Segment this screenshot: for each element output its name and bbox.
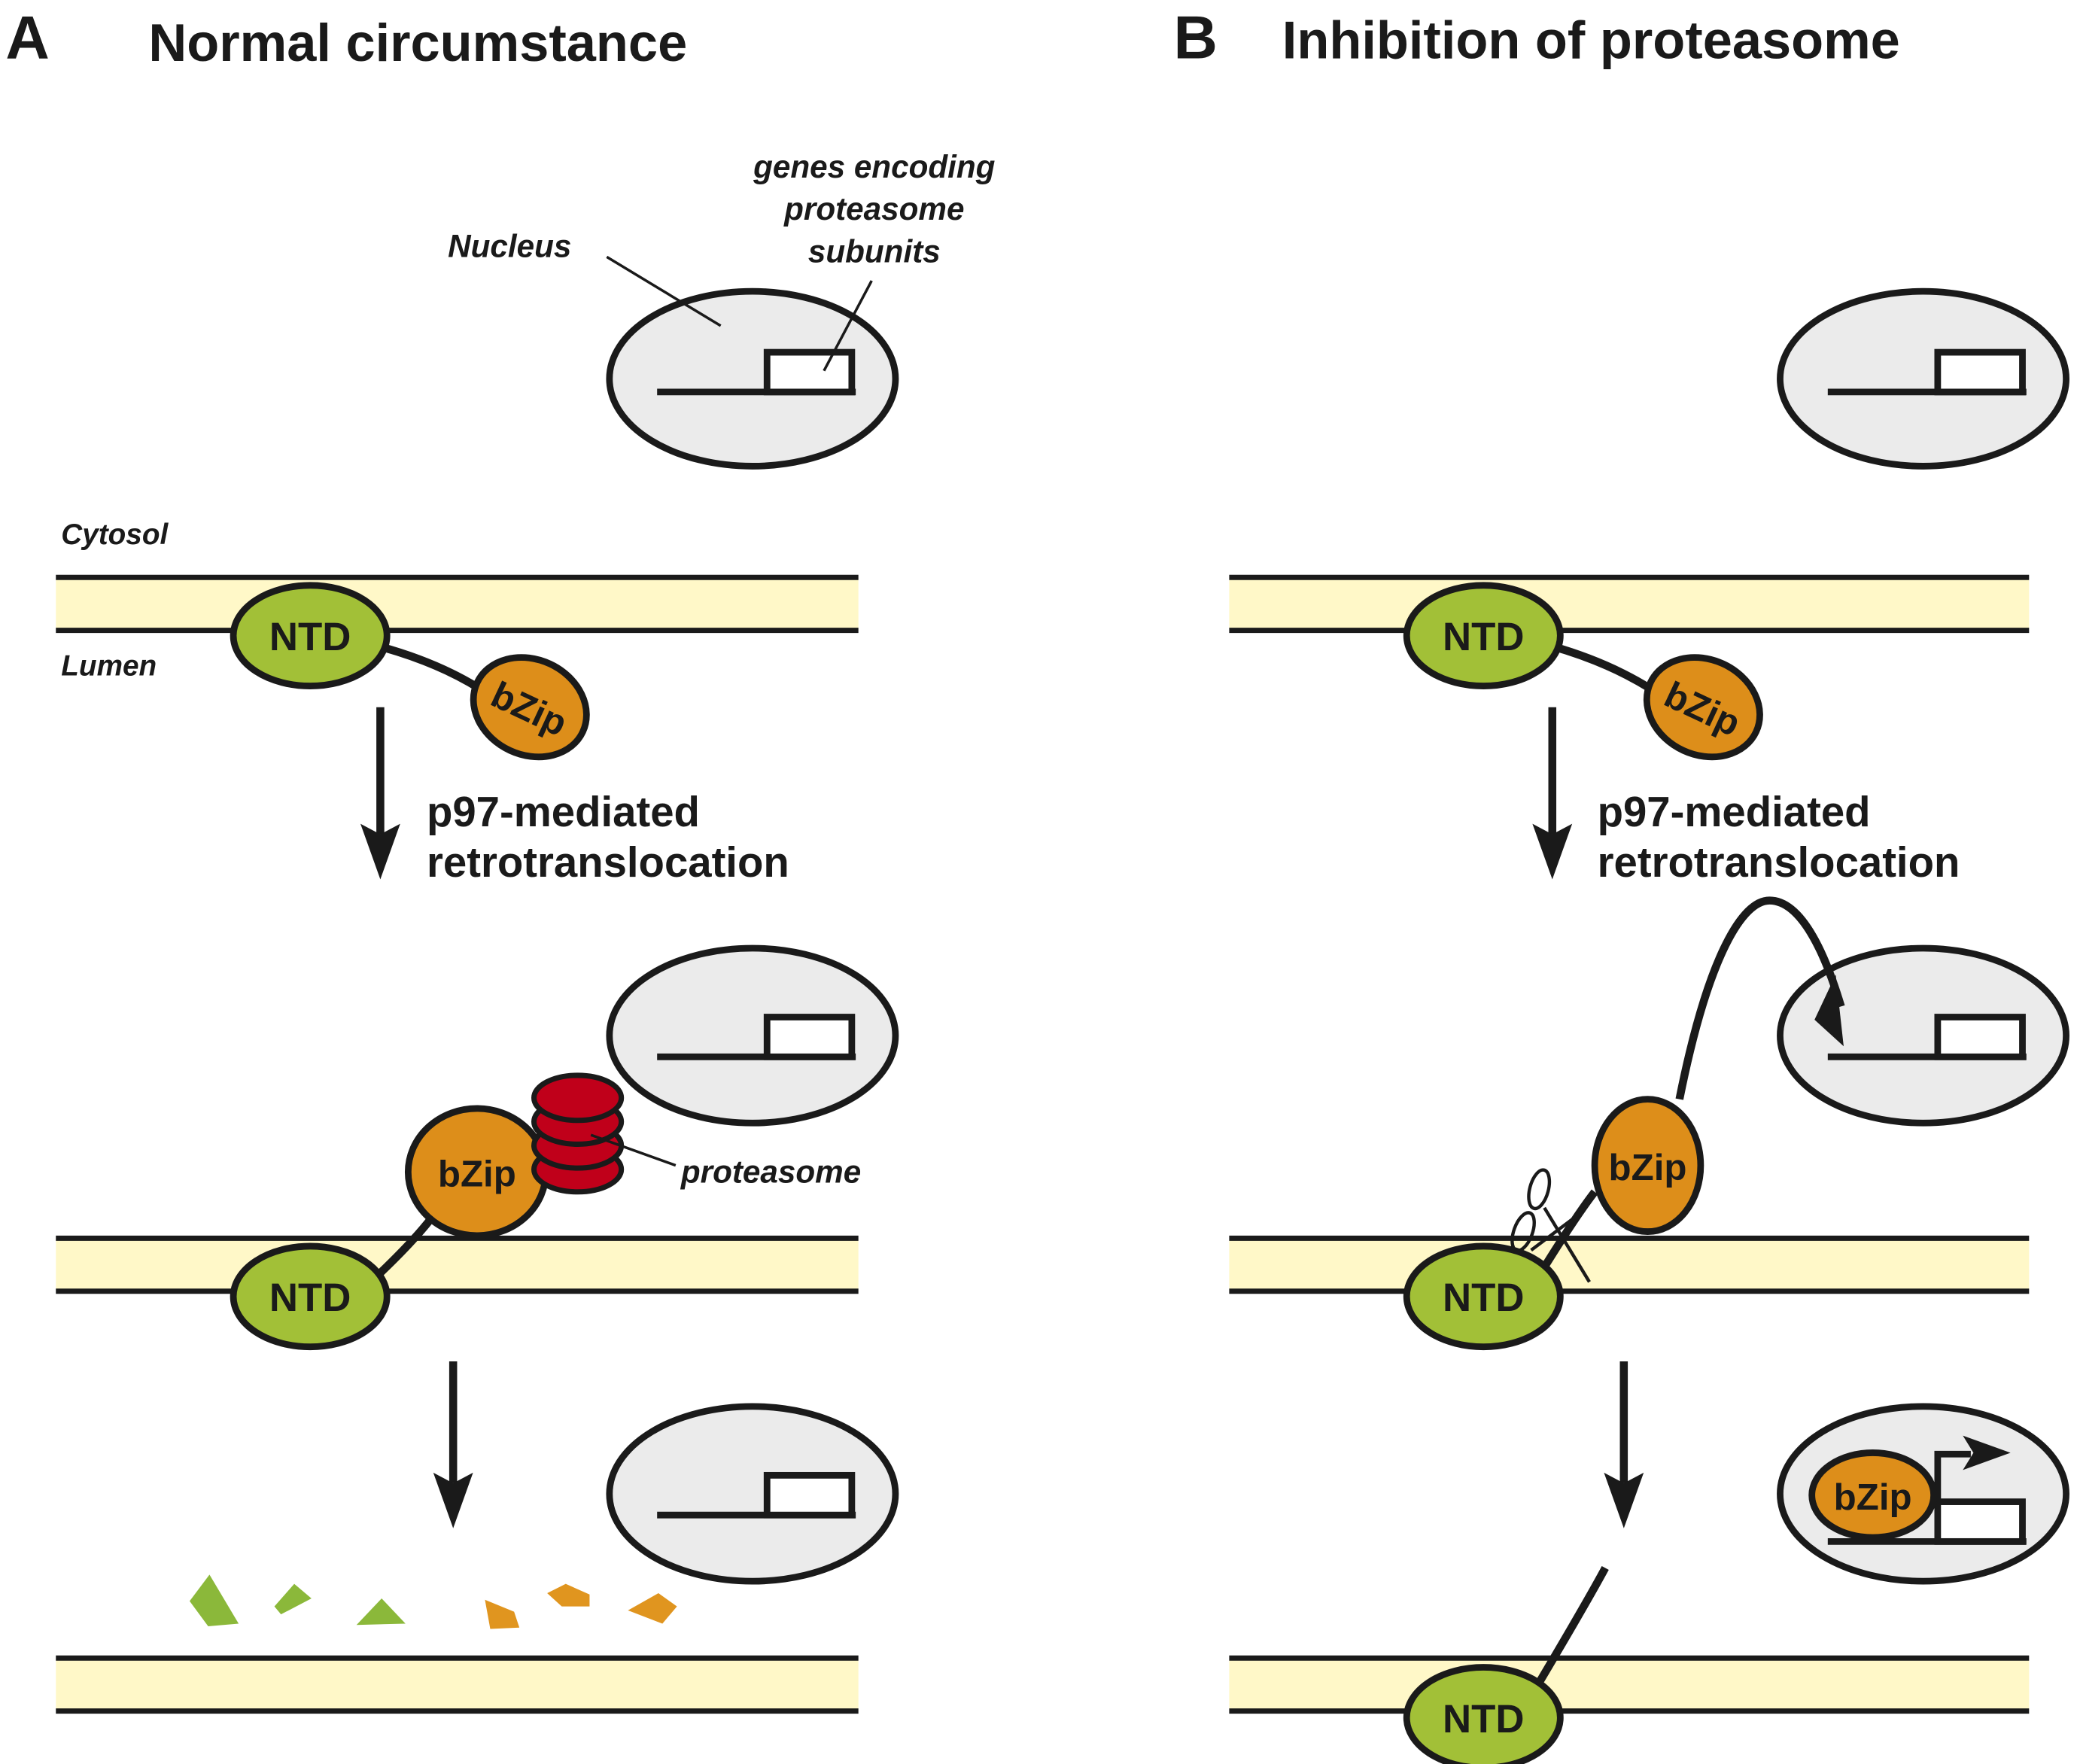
- proteasome-icon: [531, 1072, 625, 1195]
- er-membrane-a2: [56, 1235, 859, 1294]
- fragment-ntd: [274, 1583, 312, 1615]
- bzip-domain-a1: bZip: [470, 654, 590, 761]
- ntd-domain-b1: NTD: [1403, 582, 1564, 689]
- panel-b-title: Inhibition of proteasome: [1282, 10, 1900, 69]
- fragment-orange: [547, 1583, 590, 1607]
- nucleus-b1: [1777, 287, 2069, 470]
- nucleus-b2: [1777, 944, 2069, 1127]
- transcription-arrow-icon: [1934, 1435, 2011, 1502]
- bzip-domain-b1: bZip: [1643, 654, 1763, 761]
- fragment-ntd: [189, 1574, 239, 1626]
- genes-label-line3: subunits: [808, 233, 941, 269]
- er-membrane-a3: [56, 1655, 859, 1714]
- er-membrane-b2: [1229, 1235, 2030, 1294]
- svg-text:NTD: NTD: [269, 1276, 351, 1320]
- ntd-domain-a1: NTD: [230, 582, 391, 689]
- svg-text:bZip: bZip: [438, 1154, 516, 1195]
- svg-text:NTD: NTD: [1443, 1276, 1524, 1320]
- er-membrane-a1: [56, 574, 859, 634]
- scissors-icon: [1510, 1168, 1591, 1283]
- down-arrow-a2: [433, 1361, 473, 1528]
- lumen-label: Lumen: [61, 649, 157, 682]
- fragment-orange: [485, 1599, 520, 1629]
- down-arrow-b1: [1532, 707, 1573, 880]
- step-label-b-line1: p97-mediated: [1598, 788, 1871, 835]
- linker-b2: [1538, 1189, 1598, 1274]
- step-label-a-line1: p97-mediated: [427, 788, 700, 835]
- fragment-ntd: [356, 1598, 406, 1626]
- cleaved-linker-b3: [1533, 1566, 1609, 1689]
- nucleus-a3: [606, 1403, 899, 1585]
- er-membrane-b3: [1229, 1655, 2030, 1714]
- nucleus-leader-line: [606, 255, 722, 327]
- linker-b1: [1551, 642, 1653, 692]
- nucleus-label: Nucleus: [448, 228, 571, 263]
- ntd-domain-b3: NTD: [1403, 1664, 1564, 1764]
- svg-text:bZip: bZip: [1609, 1147, 1687, 1188]
- svg-text:NTD: NTD: [1443, 1697, 1524, 1741]
- svg-text:bZip: bZip: [1834, 1477, 1912, 1518]
- bzip-domain-b3: bZip: [1808, 1449, 1937, 1541]
- fragment-orange: [628, 1592, 677, 1624]
- gene-icon: [657, 348, 856, 396]
- down-arrow-b2: [1604, 1361, 1644, 1528]
- proteasome-label: proteasome: [680, 1154, 861, 1189]
- svg-text:NTD: NTD: [1443, 615, 1524, 659]
- nucleus-a2: [606, 944, 899, 1127]
- step-label-a-line2: retrotranslocation: [427, 838, 789, 886]
- bzip-domain-a2: bZip: [404, 1105, 549, 1239]
- nucleus-a1: [606, 287, 899, 470]
- panel-a-title: Normal circumstance: [148, 13, 687, 72]
- linker-a1: [378, 642, 482, 692]
- panel-a-letter: A: [5, 4, 49, 71]
- er-membrane-b1: [1229, 574, 2030, 634]
- genes-label-line2: proteasome: [783, 191, 964, 227]
- svg-text:NTD: NTD: [269, 615, 351, 659]
- ntd-domain-a2: NTD: [230, 1242, 391, 1351]
- panel-b-letter: B: [1173, 4, 1217, 71]
- genes-label-line1: genes encoding: [753, 149, 996, 184]
- bzip-domain-b2: bZip: [1591, 1096, 1704, 1235]
- panel-b: B Inhibition of proteasome NTD bZip p: [1173, 4, 2069, 1764]
- step-label-b-line2: retrotranslocation: [1598, 838, 1960, 886]
- cytosol-label: Cytosol: [61, 519, 169, 551]
- proteasome-leader-line: [590, 1133, 677, 1167]
- nuclear-import-arrow: [1675, 896, 1845, 1100]
- panel-a: A Normal circumstance Nucleus genes enco…: [5, 4, 996, 1714]
- degraded-fragments: [189, 1574, 677, 1629]
- down-arrow-a1: [360, 707, 400, 880]
- ntd-domain-b2: NTD: [1403, 1242, 1564, 1351]
- genes-leader-line: [823, 280, 873, 372]
- nucleus-b3: bZip: [1777, 1403, 2069, 1585]
